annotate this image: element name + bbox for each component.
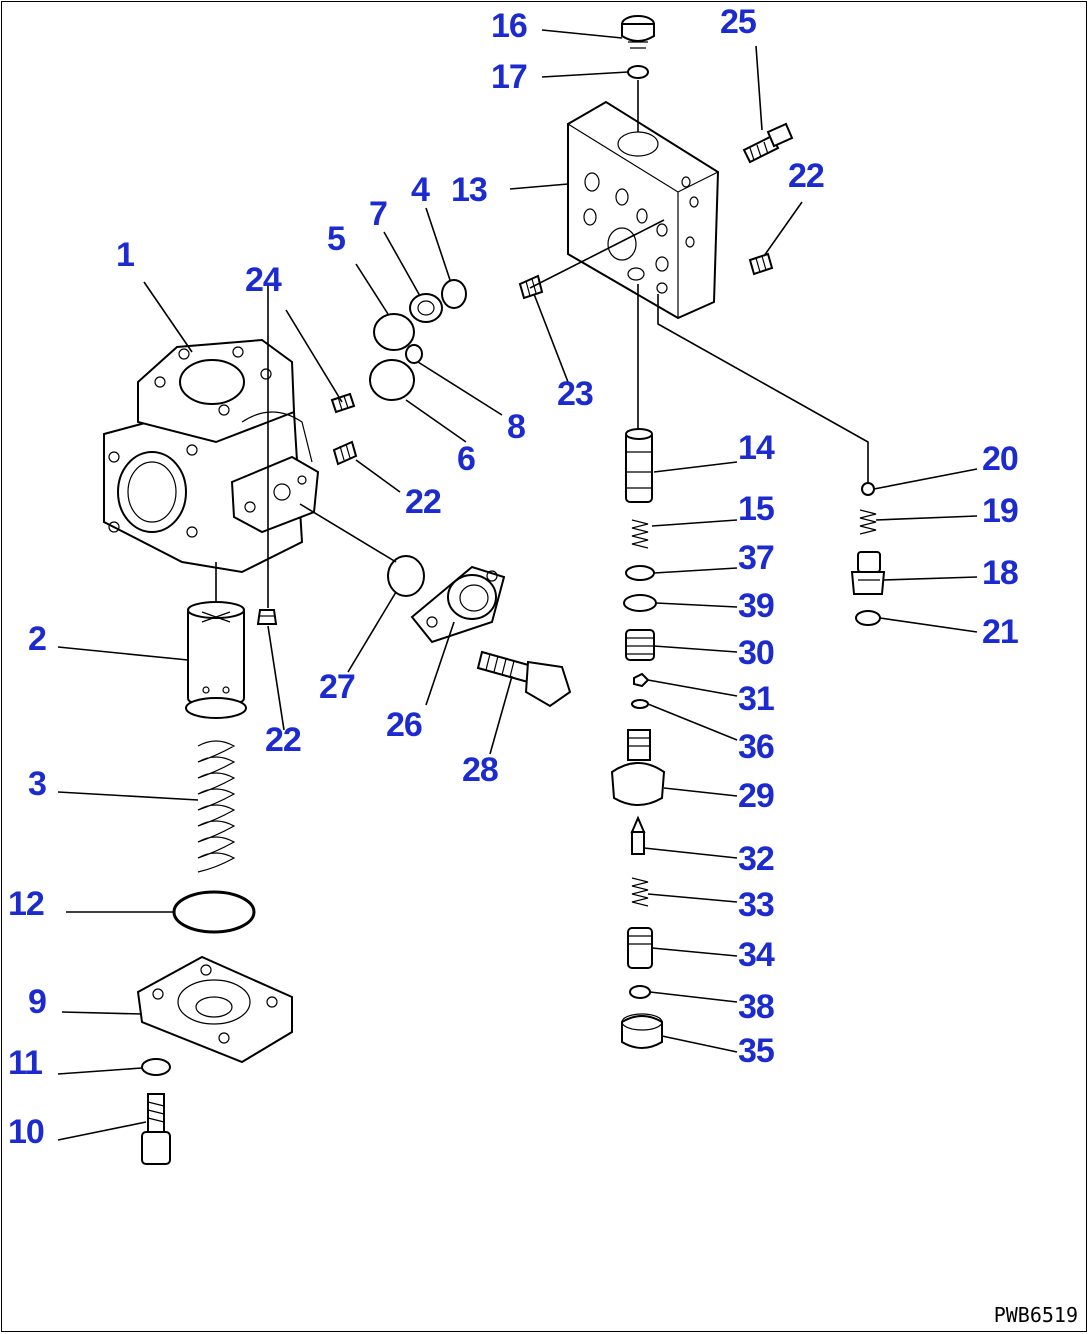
callout-23: 23 (557, 375, 594, 413)
part-22-plug-top (748, 252, 774, 276)
callout-31: 31 (738, 680, 775, 718)
part-22-plug-lower (256, 609, 278, 625)
part-39-o-ring (623, 594, 657, 612)
part-2-sleeve (185, 601, 247, 719)
part-13-valve-block (567, 100, 720, 320)
callout-14: 14 (738, 429, 775, 467)
callout-24: 24 (245, 261, 282, 299)
callout-20: 20 (982, 440, 1019, 478)
callout-34: 34 (738, 936, 775, 974)
callout-6: 6 (457, 440, 476, 478)
part-17-o-ring (627, 65, 649, 79)
part-32-poppet (630, 815, 646, 855)
callout-16: 16 (491, 7, 528, 45)
callout-38: 38 (738, 988, 775, 1026)
callout-15: 15 (738, 490, 775, 528)
callout-28: 28 (462, 751, 499, 789)
callout-7: 7 (369, 195, 388, 233)
part-15-spring (631, 519, 649, 549)
part-12-o-ring (172, 890, 256, 934)
callout-11: 11 (8, 1044, 43, 1082)
callout-25: 25 (720, 3, 757, 41)
callout-37: 37 (738, 539, 775, 577)
part-31-nut (633, 672, 650, 688)
callout-19: 19 (982, 492, 1019, 530)
part-11-washer (141, 1058, 171, 1076)
callout-1: 1 (116, 236, 135, 274)
part-18-plug (850, 551, 886, 595)
callout-5: 5 (327, 220, 346, 258)
callout-13: 13 (451, 171, 488, 209)
part-19-spring (859, 509, 877, 535)
part-37-o-ring (625, 565, 655, 581)
callout-36: 36 (738, 728, 775, 766)
callout-21: 21 (982, 613, 1019, 651)
callout-12: 12 (8, 885, 45, 923)
callout-22-top: 22 (788, 157, 825, 195)
callout-10: 10 (8, 1113, 45, 1151)
part-4-o-ring (441, 279, 467, 309)
part-9-cover (136, 955, 293, 1064)
callout-22-middle: 22 (405, 483, 442, 521)
part-34-piston (627, 927, 653, 969)
part-8-o-ring (405, 344, 423, 364)
part-10-bolt (141, 1093, 171, 1165)
part-16-plug (621, 15, 655, 49)
part-14-spool (625, 428, 653, 503)
part-25-bolt (742, 122, 794, 164)
callout-9: 9 (28, 983, 47, 1021)
part-5-o-ring (373, 313, 415, 351)
callout-2: 2 (28, 620, 47, 658)
callout-3: 3 (28, 765, 47, 803)
part-1-pump-body (103, 338, 320, 574)
callout-8: 8 (507, 408, 526, 446)
part-38-o-ring (629, 985, 651, 999)
part-26-flange (410, 565, 506, 644)
callout-18: 18 (982, 554, 1019, 592)
part-33-spring (631, 877, 649, 907)
callout-22-lower: 22 (265, 721, 302, 759)
callout-4: 4 (411, 171, 430, 209)
part-28-bolt (476, 650, 572, 708)
callout-33: 33 (738, 886, 775, 924)
part-35-cap-nut (621, 1013, 663, 1049)
callout-30: 30 (738, 634, 775, 672)
callout-17: 17 (491, 58, 528, 96)
callout-32: 32 (738, 840, 775, 878)
drawing-code: PWB6519 (993, 1303, 1078, 1327)
part-24-plug (330, 392, 356, 414)
part-29-valve-seat (610, 729, 666, 806)
callout-29: 29 (738, 777, 775, 815)
callout-26: 26 (386, 706, 423, 744)
part-3-spring (197, 740, 236, 873)
part-36-o-ring (631, 699, 649, 709)
callout-27: 27 (319, 668, 356, 706)
part-6-o-ring (369, 359, 415, 401)
part-22-plug-middle (332, 440, 358, 466)
leader-lines (57, 29, 978, 1141)
callout-39: 39 (738, 587, 775, 625)
part-20-ball (861, 482, 875, 496)
part-27-o-ring (387, 555, 425, 597)
part-21-o-ring (855, 610, 881, 626)
part-30-plug (625, 629, 655, 661)
part-7-seal-ring (409, 293, 443, 323)
callout-35: 35 (738, 1032, 775, 1070)
